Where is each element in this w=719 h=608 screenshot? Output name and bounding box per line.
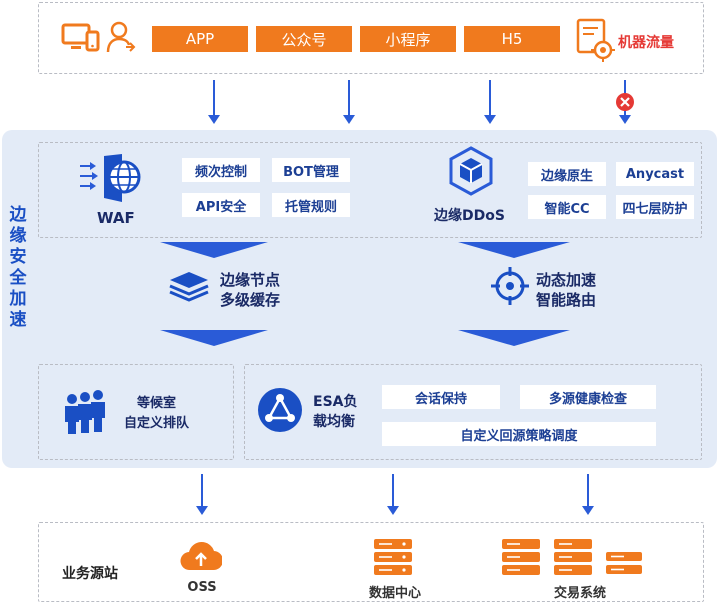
bot-traffic-icon	[576, 18, 615, 62]
ddos-tag-anycast: Anycast	[616, 162, 694, 186]
arrow-down	[489, 80, 491, 116]
waf-tag-managed-rules: 托管规则	[272, 193, 350, 217]
waf-tag-bot-management: BOT管理	[272, 158, 350, 182]
flow-chevron	[458, 330, 570, 346]
layers-icon	[169, 272, 209, 302]
app-button: APP	[152, 26, 248, 52]
ddos-tag-smart-cc: 智能CC	[528, 195, 606, 219]
flow-chevron	[458, 242, 570, 258]
ddos-label: 边缘DDoS	[434, 208, 505, 224]
esa-load-balancer-box	[244, 364, 702, 460]
bot-traffic-label: 机器流量	[618, 35, 674, 51]
user-icon	[106, 21, 136, 53]
ddos-tag-edge-native: 边缘原生	[528, 162, 606, 186]
data-center-label: 数据中心	[368, 586, 421, 601]
waf-tag-rate-control: 频次控制	[182, 158, 260, 182]
arrow-down	[213, 80, 215, 116]
trading-system-label: 交易系统	[553, 586, 606, 601]
arrow-down-head	[343, 115, 355, 124]
trading-servers-icon	[502, 539, 642, 575]
crosshair-icon	[491, 267, 529, 305]
h5-button: H5	[464, 26, 560, 52]
oss-label: OSS	[187, 580, 217, 595]
esa-label: ESA负 载均衡	[313, 394, 358, 430]
arrow-down	[201, 474, 203, 508]
waiting-room-box	[38, 364, 234, 460]
arrow-down-head	[387, 506, 399, 515]
devices-icon	[61, 23, 100, 52]
origin-box	[38, 522, 704, 602]
client-sources-box	[38, 2, 704, 74]
security-row-box	[38, 142, 702, 238]
arrow-down-head	[619, 115, 631, 124]
origin-title: 业务源站	[62, 566, 118, 582]
edge-security-title: 边 缘 安 全 加 速	[9, 205, 27, 330]
arrow-down-head	[582, 506, 594, 515]
ddos-tag-l4-l7-protection: 四七层防护	[616, 195, 694, 219]
load-balancer-icon	[258, 388, 302, 432]
arrow-down-head	[484, 115, 496, 124]
ddos-cube-icon	[449, 146, 493, 196]
waiting-room-label: 等候室 自定义排队	[124, 396, 190, 431]
blocked-icon	[616, 93, 634, 111]
arrow-down	[348, 80, 350, 116]
flow-chevron	[160, 330, 268, 346]
queue-people-icon	[65, 390, 105, 434]
waf-tag-api-security: API安全	[182, 193, 260, 217]
arrow-down	[587, 474, 589, 508]
official-account-button: 公众号	[256, 26, 352, 52]
oss-cloud-icon	[180, 542, 222, 571]
edge-cache-label: 边缘节点 多级缓存	[220, 271, 281, 309]
smart-routing-label: 动态加速 智能路由	[536, 271, 597, 309]
esa-tag-session-persistence: 会话保持	[382, 385, 500, 409]
arrow-down-head	[208, 115, 220, 124]
mini-program-button: 小程序	[360, 26, 456, 52]
esa-tag-health-check: 多源健康检查	[520, 385, 656, 409]
esa-tag-origin-policy: 自定义回源策略调度	[382, 422, 656, 446]
flow-chevron	[160, 242, 268, 258]
server-stack-icon	[374, 539, 412, 575]
arrow-down-head	[196, 506, 208, 515]
arrow-down	[392, 474, 394, 508]
waf-label: WAF	[97, 209, 135, 227]
waf-globe-icon	[80, 154, 141, 202]
